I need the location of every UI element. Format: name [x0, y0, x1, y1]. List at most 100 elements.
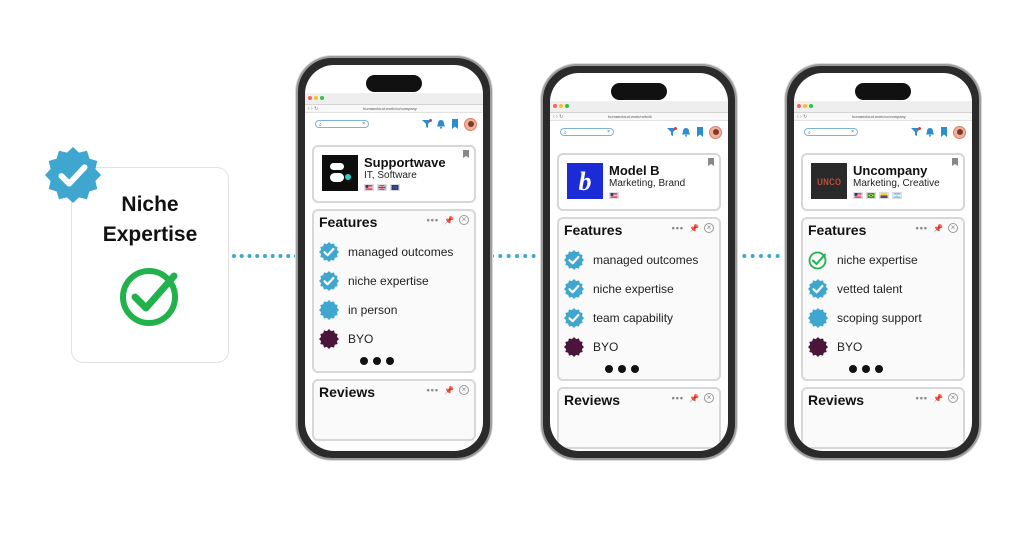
search-icon: ⌕ — [808, 130, 811, 136]
browser-url-bar[interactable]: ‹ › ↻ humancloud.work/cc/company — [305, 105, 483, 113]
country-flags — [364, 184, 400, 191]
phone-notch — [366, 75, 422, 92]
close-icon[interactable]: × — [459, 385, 469, 395]
bell-icon[interactable] — [436, 119, 446, 129]
features-title: Features — [564, 222, 623, 238]
verified-badge-icon — [564, 278, 584, 299]
search-input[interactable]: ⌕× — [560, 128, 614, 136]
more-features-button[interactable] — [605, 365, 639, 373]
verified-badge-icon — [319, 241, 339, 262]
more-icon[interactable]: ••• — [426, 215, 440, 225]
bookmark-icon[interactable] — [939, 127, 949, 137]
company-category: Marketing, Brand — [609, 178, 686, 189]
panel-controls: ••• 📌 × — [427, 385, 469, 395]
browser-url-bar[interactable]: ‹ › ↻humancloud.work/cc/company — [794, 113, 972, 121]
flag-us-icon — [364, 184, 374, 191]
panel-controls: ••• 📌 × — [916, 393, 958, 403]
browser-tab-bar — [794, 101, 972, 113]
feature-item: BYO — [319, 324, 453, 353]
avatar[interactable] — [464, 117, 477, 131]
panel-controls: ••• 📌 × — [916, 223, 958, 233]
flag-us-icon — [609, 192, 619, 199]
reviews-panel: Reviews ••• 📌 × — [557, 387, 721, 449]
filter-icon[interactable] — [422, 119, 432, 129]
bookmark-icon[interactable] — [708, 158, 714, 166]
bookmark-icon[interactable] — [463, 150, 469, 158]
search-input[interactable]: ⌕× — [315, 120, 369, 128]
flag-br-icon — [866, 192, 876, 199]
badge-blue-icon — [808, 307, 828, 328]
pin-icon[interactable]: 📌 — [933, 393, 943, 403]
close-icon[interactable]: × — [704, 223, 714, 233]
bookmark-icon[interactable] — [695, 127, 705, 137]
more-features-button[interactable] — [849, 365, 883, 373]
pin-icon[interactable]: 📌 — [444, 385, 454, 395]
phone-screen: ‹ › ↻ humancloud.work/cc/company ⌕× Support… — [305, 65, 483, 451]
bell-icon[interactable] — [681, 127, 691, 137]
supportwave-logo — [322, 155, 358, 191]
bell-icon[interactable] — [925, 127, 935, 137]
bookmark-icon[interactable] — [450, 119, 460, 129]
reviews-title: Reviews — [319, 384, 376, 400]
badge-maroon-icon — [319, 328, 339, 349]
badge-blue-icon — [319, 299, 339, 320]
feature-item: managed outcomes — [564, 245, 698, 274]
close-icon[interactable]: × — [459, 215, 469, 225]
bookmark-icon[interactable] — [952, 158, 958, 166]
pin-icon[interactable]: 📌 — [689, 223, 699, 233]
phone-notch — [855, 83, 911, 100]
phone-notch — [611, 83, 667, 100]
nav-arrows-icon[interactable]: ‹ › ↻ — [553, 114, 564, 120]
pin-icon[interactable]: 📌 — [689, 393, 699, 403]
feature-label: BYO — [837, 339, 863, 354]
search-icon: ⌕ — [564, 130, 567, 136]
close-icon[interactable]: × — [948, 393, 958, 403]
title-line-2: Expertise — [102, 223, 198, 246]
more-icon[interactable]: ••• — [671, 223, 685, 233]
check-circle-icon — [120, 268, 178, 326]
feature-label: scoping support — [837, 310, 922, 325]
browser-url-bar[interactable]: ‹ › ↻humancloud.work/m/b/dt — [550, 113, 728, 121]
country-flags — [853, 192, 902, 199]
pin-icon[interactable]: 📌 — [933, 223, 943, 233]
clear-icon[interactable]: × — [362, 121, 365, 127]
flag-eu-icon — [390, 184, 400, 191]
title-line-1: Niche — [121, 193, 179, 216]
browser-url: humancloud.work/cc/company — [363, 106, 417, 111]
avatar[interactable] — [953, 125, 966, 139]
feature-item: team capability — [564, 303, 698, 332]
more-icon[interactable]: ••• — [915, 393, 929, 403]
nav-arrows-icon[interactable]: ‹ › ↻ — [797, 114, 808, 120]
filter-icon[interactable] — [911, 127, 921, 137]
filter-icon[interactable] — [667, 127, 677, 137]
reviews-panel: Reviews•••📌× — [801, 387, 965, 449]
company-name: Model B — [609, 163, 660, 178]
clear-icon[interactable]: × — [607, 129, 610, 135]
browser-tab-bar — [550, 101, 728, 113]
nav-arrows-icon[interactable]: ‹ › ↻ — [308, 106, 319, 112]
more-icon[interactable]: ••• — [915, 223, 929, 233]
clear-icon[interactable]: × — [851, 129, 854, 135]
niche-expertise-title: Niche Expertise — [71, 190, 229, 250]
search-input[interactable]: ⌕× — [804, 128, 858, 136]
more-icon[interactable]: ••• — [671, 393, 685, 403]
more-icon[interactable]: ••• — [426, 385, 440, 395]
avatar[interactable] — [709, 125, 722, 139]
feature-item: niche expertise — [564, 274, 698, 303]
reviews-title: Reviews — [564, 392, 621, 408]
feature-label: BYO — [348, 331, 374, 346]
reviews-panel: Reviews ••• 📌 × — [312, 379, 476, 441]
verified-badge-icon — [564, 249, 584, 270]
close-icon[interactable]: × — [704, 393, 714, 403]
close-icon[interactable]: × — [948, 223, 958, 233]
more-features-button[interactable] — [360, 357, 394, 365]
pin-icon[interactable]: 📌 — [444, 215, 454, 225]
